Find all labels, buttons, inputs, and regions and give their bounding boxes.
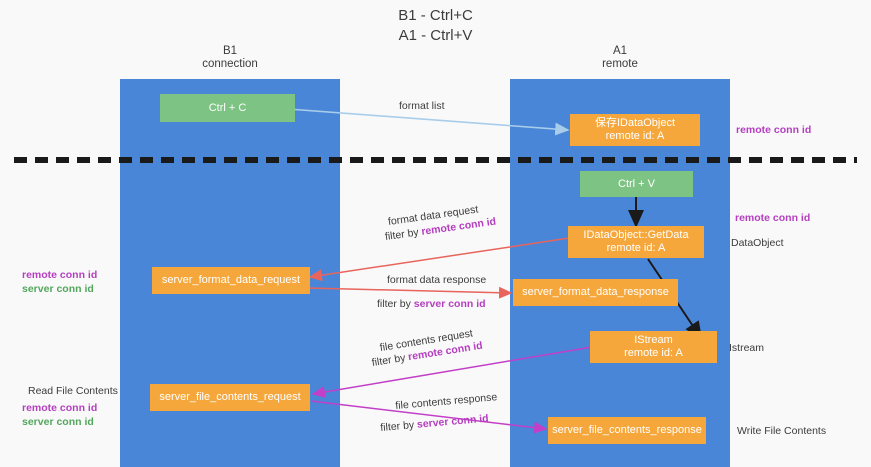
filter-prefix: filter by bbox=[379, 418, 418, 435]
filter-prefix: filter by bbox=[370, 351, 410, 370]
divider-dashed-line bbox=[14, 157, 857, 163]
annotation-left-server-conn-id: server conn id bbox=[22, 283, 94, 295]
annotation-remote-conn-id-top: remote conn id bbox=[736, 124, 812, 136]
node-idataobject-getdata[interactable]: IDataObject::GetData remote id: A bbox=[568, 226, 704, 258]
swimlane-b1-header: B1 connection bbox=[202, 45, 258, 70]
node-server-format-data-response[interactable]: server_format_data_response bbox=[513, 279, 678, 306]
node-ctrl-v[interactable]: Ctrl + V bbox=[580, 171, 693, 197]
filter-key-server-conn-id: server conn id bbox=[413, 298, 486, 310]
edge-label-file-contents-response: file contents response bbox=[394, 391, 498, 413]
annotation-left-remote-conn-id-2: remote conn id bbox=[22, 402, 98, 414]
node-server-format-data-request[interactable]: server_format_data_request bbox=[152, 267, 310, 294]
annotation-left-remote-conn-id: remote conn id bbox=[22, 269, 98, 281]
diagram-title: B1 - Ctrl+C A1 - Ctrl+V bbox=[398, 7, 473, 44]
annotation-dataobject: DataObject bbox=[731, 237, 784, 249]
swimlane-a1-header: A1 remote bbox=[602, 45, 638, 70]
node-save-idataobject[interactable]: 保存IDataObject remote id: A bbox=[570, 114, 700, 146]
node-ctrl-c[interactable]: Ctrl + C bbox=[160, 94, 295, 122]
node-server-file-contents-request[interactable]: server_file_contents_request bbox=[150, 384, 310, 411]
filter-key-server-conn-id: server conn id bbox=[416, 412, 490, 431]
annotation-write-file-contents: Write File Contents bbox=[737, 425, 827, 437]
annotation-remote-conn-id-mid: remote conn id bbox=[735, 212, 811, 224]
filter-prefix: filter by bbox=[377, 298, 414, 310]
node-istream[interactable]: IStream remote id: A bbox=[590, 331, 717, 363]
edge-label-file-contents-response-filter: filter by server conn id bbox=[380, 413, 489, 435]
annotation-read-file-contents: Read File Contents bbox=[28, 385, 118, 397]
edge-label-format-data-response-filter: filter by server conn id bbox=[377, 298, 486, 311]
edge-label-format-list: format list bbox=[399, 100, 445, 112]
edge-label-format-data-response: format data response bbox=[387, 274, 487, 286]
node-server-file-contents-response[interactable]: server_file_contents_response bbox=[548, 417, 706, 444]
annotation-left-server-conn-id-2: server conn id bbox=[22, 416, 94, 428]
annotation-istream: Istream bbox=[729, 342, 765, 354]
